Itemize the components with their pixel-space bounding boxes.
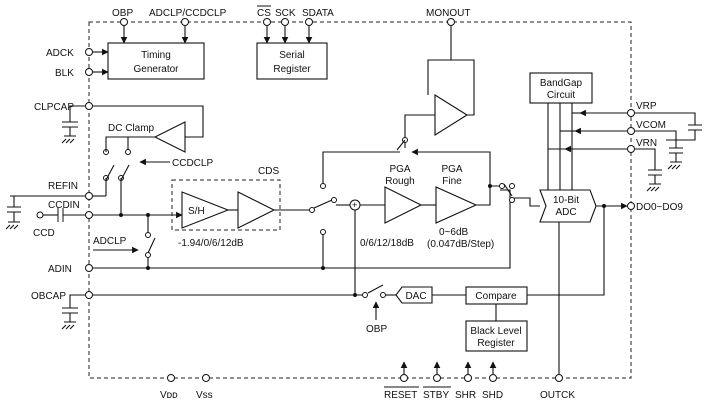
- pin-label-do: DO0~DO9: [636, 202, 683, 213]
- pin-label-vcom: VCOM: [636, 120, 666, 131]
- cds-boundary: [171, 179, 281, 231]
- pin-label-ccdin: CCDIN: [48, 200, 80, 211]
- pin-adin: ADIN: [48, 264, 93, 275]
- pin-reset: RESET: [384, 374, 419, 401]
- pin-label-vrn: VRN: [636, 138, 657, 149]
- pin-shr: SHR: [455, 374, 476, 401]
- obcap-capacitor: [61, 294, 85, 330]
- serial-register-block: Serial Register: [256, 42, 328, 80]
- pin-monout: MONOUT: [426, 8, 470, 26]
- dc-clamp-label: DC Clamp: [108, 123, 155, 134]
- timing-generator-label-2: Generator: [133, 64, 179, 75]
- sample-hold-label: S/H: [188, 206, 205, 217]
- pin-stby: STBY: [423, 374, 451, 401]
- cds-gain-label: -1.94/0/6/12dB: [178, 238, 244, 249]
- pin-label-outck: OUTCK: [540, 390, 575, 401]
- ccdclp-label: CCDCLP: [172, 158, 213, 169]
- pga-rough-label-2: Rough: [385, 176, 414, 187]
- pga-fine-block: PGA Fine 0~6dB (0.047dB/Step): [427, 164, 494, 250]
- pin-adclp-ccdclp: ADCLP/CCDCLP: [149, 8, 227, 26]
- pin-cs: CS: [257, 5, 271, 26]
- adc-label-2: ADC: [555, 207, 576, 218]
- dac-label: DAC: [405, 291, 426, 302]
- pin-label-monout: MONOUT: [426, 8, 470, 19]
- pin-label-obcap: OBCAP: [31, 291, 66, 302]
- pin-label-adck: ADCK: [46, 48, 74, 59]
- pin-sck: SCK: [275, 8, 296, 26]
- pin-label-adclp-ccdclp: ADCLP/CCDCLP: [149, 8, 227, 19]
- compare-label: Compare: [475, 291, 517, 302]
- black-level-register-block: Black Level Register: [465, 320, 528, 352]
- pga-fine-gain-1: 0~6dB: [439, 227, 469, 238]
- pin-label-obp-bottom: OBP: [366, 324, 387, 335]
- pin-obp-top: OBP: [112, 8, 133, 26]
- pin-label-shr: SHR: [455, 390, 476, 401]
- monout-buffer: [434, 94, 469, 136]
- ccd-input-network: [5, 196, 85, 230]
- pin-blk: BLK: [55, 68, 93, 79]
- pin-label-shd: SHD: [482, 390, 503, 401]
- pin-label-vss: Vss: [196, 390, 213, 401]
- pin-label-obp-top: OBP: [112, 8, 133, 19]
- timing-generator-block: Timing Generator: [107, 42, 205, 80]
- pin-label-reset: RESET: [384, 390, 417, 401]
- pin-ccdin: CCDIN: [48, 200, 93, 219]
- pin-vss: Vss: [196, 374, 213, 401]
- pin-adck: ADCK: [46, 48, 93, 59]
- pin-label-cs: CS: [257, 8, 271, 19]
- black-level-register-label-1: Black Level: [470, 326, 521, 337]
- pga-fine-label-1: PGA: [441, 164, 462, 175]
- pin-sdata: SDATA: [302, 8, 334, 26]
- pin-outck: OUTCK: [540, 374, 575, 401]
- pga-rough-label-1: PGA: [389, 164, 410, 175]
- pin-vrp: VRP: [627, 101, 657, 117]
- sample-hold-block: S/H: [181, 191, 230, 229]
- pin-label-sdata: SDATA: [302, 8, 334, 19]
- pin-clpcap: CLPCAP: [34, 102, 93, 113]
- pin-label-sck: SCK: [275, 8, 296, 19]
- cds-label: CDS: [258, 166, 279, 177]
- pin-label-adin: ADIN: [48, 264, 72, 275]
- serial-register-label-2: Register: [273, 64, 311, 75]
- pga-fine-label-2: Fine: [442, 176, 462, 187]
- compare-block: Compare: [465, 286, 528, 305]
- black-level-register-label-2: Register: [477, 338, 515, 349]
- dac-block: DAC: [395, 286, 433, 304]
- adc-block: 10-Bit ADC: [539, 189, 597, 223]
- serial-register-label-1: Serial: [279, 50, 305, 61]
- adclp-label: ADCLP: [93, 236, 127, 247]
- bandgap-circuit-block: BandGap Circuit: [529, 72, 593, 104]
- timing-generator-label-1: Timing: [141, 50, 171, 61]
- external-capacitors-right: [635, 112, 702, 192]
- bandgap-label-1: BandGap: [540, 78, 583, 89]
- adc-label-1: 10-Bit: [553, 195, 579, 206]
- pin-label-vdd: Vᴅᴅ: [160, 390, 178, 401]
- pga-rough-block: PGA Rough 0/6/12/18dB: [360, 164, 423, 249]
- source-label-ccd: CCD: [33, 228, 55, 239]
- pin-label-vrp: VRP: [636, 101, 657, 112]
- pin-vrn: VRN: [627, 138, 657, 153]
- bandgap-label-2: Circuit: [547, 90, 576, 101]
- pin-label-stby: STBY: [423, 390, 449, 401]
- pin-refin: REFIN: [48, 181, 93, 200]
- dc-clamp-amplifier: [153, 121, 186, 153]
- pin-label-clpcap: CLPCAP: [34, 102, 74, 113]
- pga-fine-gain-2: (0.047dB/Step): [427, 239, 494, 250]
- cds-amplifier: [237, 191, 276, 229]
- pin-shd: SHD: [482, 374, 503, 401]
- pin-vcom: VCOM: [627, 120, 666, 135]
- pin-label-blk: BLK: [55, 68, 74, 79]
- pin-vdd: Vᴅᴅ: [160, 374, 178, 401]
- pga-rough-gain: 0/6/12/18dB: [360, 238, 414, 249]
- pin-do: DO0~DO9: [627, 202, 683, 213]
- clpcap-capacitor: [61, 105, 85, 144]
- pin-obcap: OBCAP: [31, 291, 93, 302]
- pin-label-refin: REFIN: [48, 181, 78, 192]
- svg-text:+: +: [352, 200, 357, 210]
